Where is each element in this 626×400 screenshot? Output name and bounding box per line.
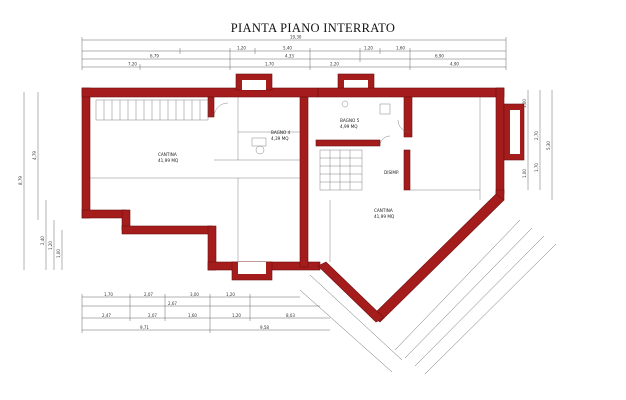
page-title: PIANTA PIANO INTERRATO	[230, 21, 396, 35]
dim-top: 6,90	[435, 54, 444, 59]
left-dimensions: 8,79 4,79 2,40 1,20 1,00	[18, 92, 63, 270]
dim-top: 2,20	[330, 62, 339, 67]
room-label: BAGNO 4	[271, 130, 291, 135]
dim-left: 1,00	[56, 249, 61, 258]
dim-bottom: 3,00	[190, 292, 199, 297]
dim-top: 5,40	[283, 46, 292, 51]
dim-bottom: 1,70	[104, 292, 113, 297]
dim-bottom: 9,71	[140, 325, 149, 330]
dim-bottom: 2,47	[102, 313, 111, 318]
dim-top: 1,60	[396, 46, 405, 51]
dim-total: 19,30	[290, 35, 302, 40]
dim-right: 2,70	[534, 131, 539, 140]
dim-bottom: 1,20	[226, 292, 235, 297]
dim-left: 2,40	[40, 236, 45, 245]
dim-left: 4,79	[32, 151, 37, 160]
room-area: 41,99 MQ	[374, 214, 395, 219]
room-label: CANTINA	[158, 152, 177, 157]
dim-top: 7,20	[128, 62, 137, 67]
interior-lines	[90, 97, 481, 262]
dim-left: 1,20	[48, 241, 53, 250]
room-area: 41,99 MQ	[158, 158, 179, 163]
dim-top: 4,90	[450, 62, 459, 67]
walls	[81, 73, 525, 323]
room-area: 4,39 MQ	[271, 136, 289, 141]
dim-bottom: 2,07	[144, 292, 153, 297]
dim-bottom: 1,60	[188, 313, 197, 318]
dim-bottom: 8,03	[286, 313, 295, 318]
dim-top: 1,20	[364, 46, 373, 51]
dim-bottom: 2,07	[148, 313, 157, 318]
dim-right: 5,30	[546, 141, 551, 150]
dim-bottom: 9,58	[260, 325, 269, 330]
bottom-dimensions: 1,70 2,07 3,00 1,20 2,67 2,47 2,07 1,60 …	[81, 292, 330, 333]
room-area: 4,99 MQ	[340, 124, 358, 129]
dim-bottom: 1,20	[232, 313, 241, 318]
diagonal-dimensions	[299, 219, 557, 375]
top-dimensions: 19,30 6,79 4,33 6,90 7,20 1,70 2,20 4,90…	[81, 35, 507, 70]
dim-right: 1,00	[522, 169, 527, 178]
dim-top: 6,79	[150, 54, 159, 59]
dim-bottom: 2,67	[168, 301, 177, 306]
dim-right: 1,00	[522, 99, 527, 108]
dim-top: 4,33	[285, 54, 294, 59]
dim-top: 1,70	[265, 62, 274, 67]
dim-right: 1,70	[534, 163, 539, 172]
room-label: CANTINA	[374, 208, 393, 213]
right-dimensions: 1,00 2,70 5,30 1,70 1,00	[522, 90, 553, 200]
dim-left: 8,79	[18, 176, 23, 185]
dim-top: 1,20	[237, 46, 246, 51]
room-label: BAGNO 5	[340, 118, 360, 123]
room-labels: CANTINA 41,99 MQ BAGNO 4 4,39 MQ BAGNO 5…	[158, 118, 399, 219]
room-label: DISIMP.	[384, 170, 399, 175]
